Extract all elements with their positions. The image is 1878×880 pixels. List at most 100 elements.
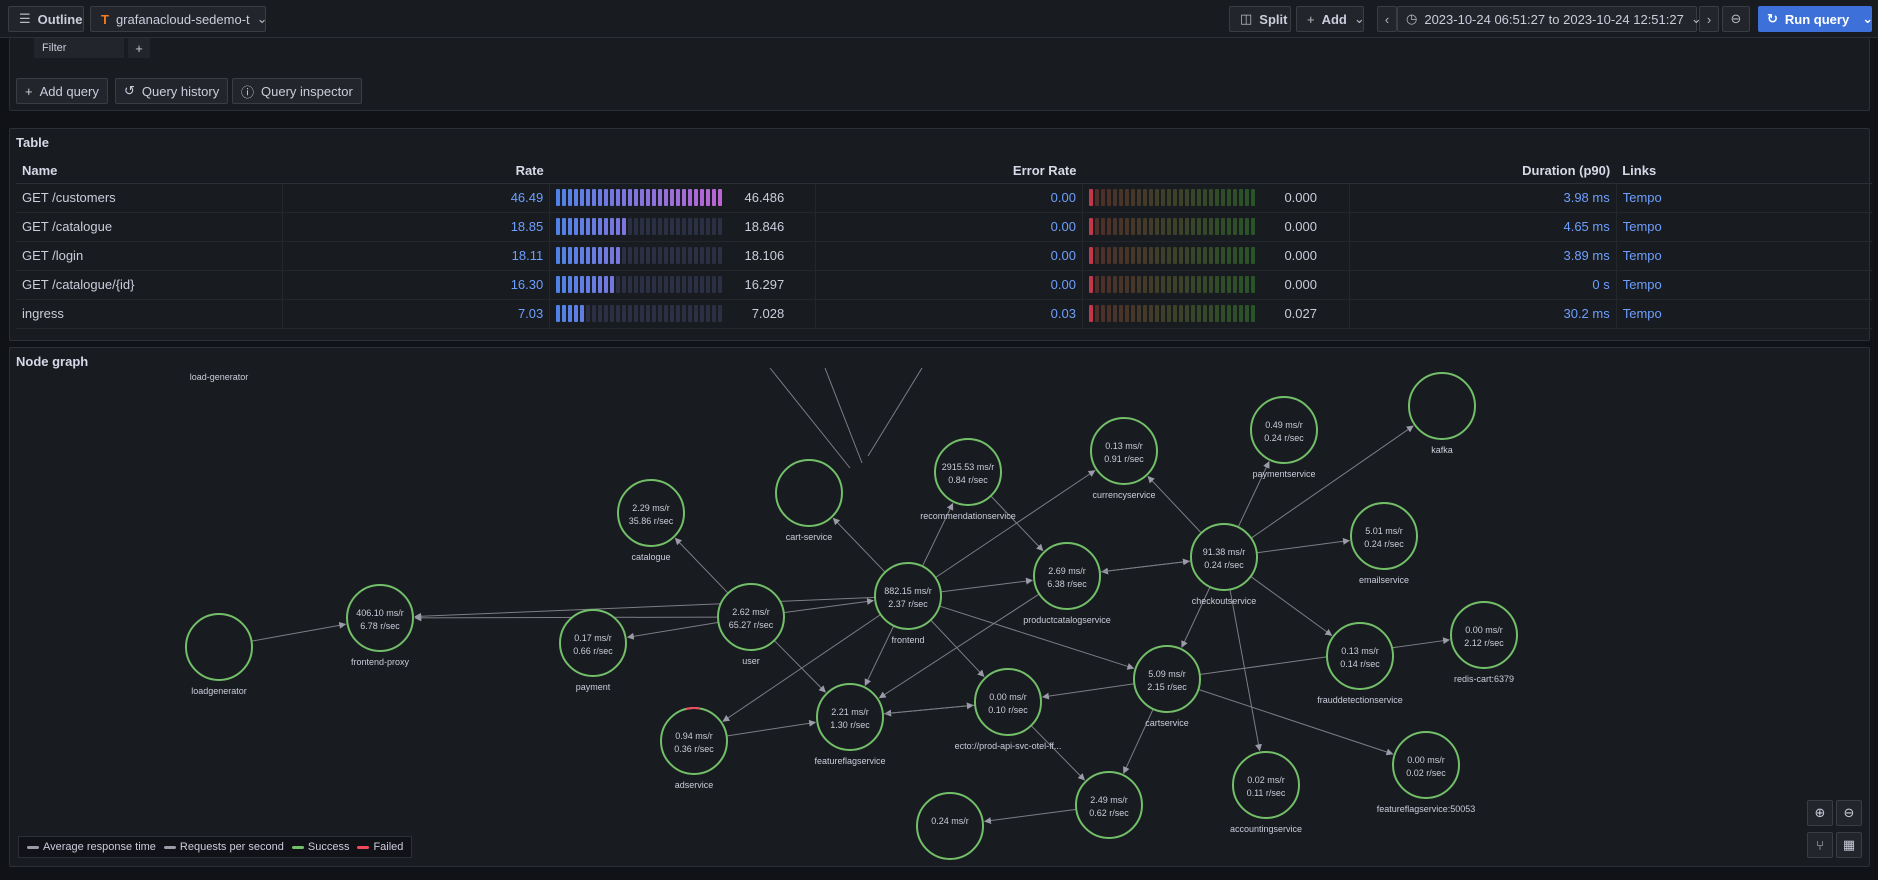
tempo-link[interactable]: Tempo (1615, 241, 1872, 271)
graph-node-unnamed1[interactable]: 2.49 ms/r0.62 r/sec (1075, 771, 1143, 839)
node-circle[interactable] (1326, 622, 1394, 690)
graph-edge[interactable] (1181, 586, 1211, 648)
column-header[interactable]: Rate (282, 159, 550, 184)
time-back-button[interactable]: ‹ (1377, 6, 1397, 32)
tempo-link[interactable]: Tempo (1615, 212, 1872, 242)
graph-node-loadgenerator[interactable]: loadgenerator (185, 613, 253, 696)
graph-edge[interactable] (414, 614, 719, 622)
node-circle[interactable] (1033, 542, 1101, 610)
graph-edge[interactable] (867, 367, 923, 457)
node-circle[interactable] (974, 668, 1042, 736)
node-circle[interactable] (1090, 417, 1158, 485)
node-circle[interactable] (1075, 771, 1143, 839)
graph-edge[interactable] (251, 621, 347, 642)
graph-edge[interactable] (990, 495, 1044, 552)
add-button[interactable]: + Add ⌄ (1296, 6, 1365, 32)
column-header[interactable]: Error Rate (815, 159, 1083, 184)
node-circle[interactable] (185, 613, 253, 681)
graph-node-kafka[interactable]: kafka (1408, 372, 1476, 455)
graph-edge[interactable] (1237, 461, 1270, 528)
datasource-picker[interactable]: T grafanacloud-sedemo-t ⌄ (90, 6, 268, 32)
graph-edge[interactable] (882, 702, 974, 715)
graph-node-featureflag50053[interactable]: 0.00 ms/r0.02 r/secfeatureflagservice:50… (1377, 731, 1476, 814)
graph-edge[interactable] (1147, 475, 1202, 534)
node-circle[interactable] (1133, 645, 1201, 713)
layout-toggle-button[interactable]: ⑂ (1807, 832, 1833, 858)
graph-edge[interactable] (921, 502, 954, 567)
run-query-button[interactable]: ↻ Run query ⌄ (1758, 6, 1873, 32)
node-circle[interactable] (660, 707, 728, 775)
column-header[interactable]: Duration (p90) (1349, 159, 1617, 184)
node-circle[interactable] (775, 459, 843, 527)
graph-edge[interactable] (1256, 537, 1350, 554)
tempo-link[interactable]: Tempo (1615, 183, 1872, 213)
graph-edge[interactable] (773, 640, 826, 693)
graph-edge[interactable] (726, 719, 817, 737)
graph-edge[interactable] (1198, 688, 1394, 756)
column-header[interactable]: Links (1616, 159, 1872, 184)
graph-edge[interactable] (1229, 589, 1262, 752)
graph-edge[interactable] (864, 625, 895, 687)
node-circle[interactable] (617, 479, 685, 547)
graph-edge[interactable] (940, 577, 1033, 593)
graph-edge[interactable] (722, 614, 881, 722)
add-filter-button[interactable]: + (128, 38, 150, 58)
graph-node-unnamed2[interactable]: 0.24 ms/r (916, 792, 984, 860)
node-circle[interactable] (934, 438, 1002, 506)
graph-node-recommendationservice[interactable]: 2915.53 ms/r0.84 r/secrecommendationserv… (920, 438, 1016, 521)
node-circle[interactable] (1450, 601, 1518, 669)
graph-edge[interactable] (832, 517, 886, 573)
node-circle[interactable] (717, 583, 785, 651)
graph-edge[interactable] (939, 605, 1135, 670)
tempo-link[interactable]: Tempo (1615, 299, 1872, 329)
add-query-button[interactable]: + Add query (16, 78, 108, 104)
graph-edge[interactable] (674, 537, 729, 594)
query-history-button[interactable]: ↺ Query history (115, 78, 229, 104)
time-range-picker[interactable]: ◷ 2023-10-24 06:51:27 to 2023-10-24 12:5… (1397, 6, 1702, 32)
grid-view-button[interactable]: ▦ (1836, 832, 1862, 858)
graph-edge[interactable] (1030, 725, 1085, 781)
graph-edge[interactable] (935, 470, 1096, 579)
zoom-out-time-button[interactable]: ⊖ (1722, 6, 1750, 32)
node-circle[interactable] (1392, 731, 1460, 799)
graph-edge[interactable] (1123, 708, 1154, 774)
time-forward-button[interactable]: › (1699, 6, 1719, 32)
graph-edge[interactable] (984, 808, 1077, 825)
zoom-in-button[interactable]: ⊕ (1807, 800, 1833, 826)
graph-edge[interactable] (1099, 558, 1190, 573)
graph-edge[interactable] (783, 598, 875, 614)
node-circle[interactable] (874, 562, 942, 630)
node-circle[interactable] (559, 609, 627, 677)
filter-field[interactable]: Filter (34, 38, 124, 58)
graph-edge[interactable] (1250, 425, 1414, 539)
split-button[interactable]: ◫ Split (1229, 6, 1291, 32)
graph-edge[interactable] (626, 621, 719, 640)
graph-node-cart-service[interactable]: cart-service (775, 459, 843, 542)
graph-edge[interactable] (1199, 637, 1451, 675)
node-circle[interactable] (816, 683, 884, 751)
graph-node-ecto[interactable]: 0.00 ms/r0.10 r/sececto://prod-api-svc-o… (955, 668, 1062, 751)
query-inspector-button[interactable]: ⓘ Query inspector (232, 78, 362, 104)
graph-edge[interactable] (824, 367, 863, 464)
node-circle[interactable] (916, 792, 984, 860)
graph-edge[interactable] (769, 367, 851, 469)
graph-edge[interactable] (1041, 683, 1135, 700)
node-circle[interactable] (1232, 751, 1300, 819)
graph-edge[interactable] (414, 596, 876, 620)
